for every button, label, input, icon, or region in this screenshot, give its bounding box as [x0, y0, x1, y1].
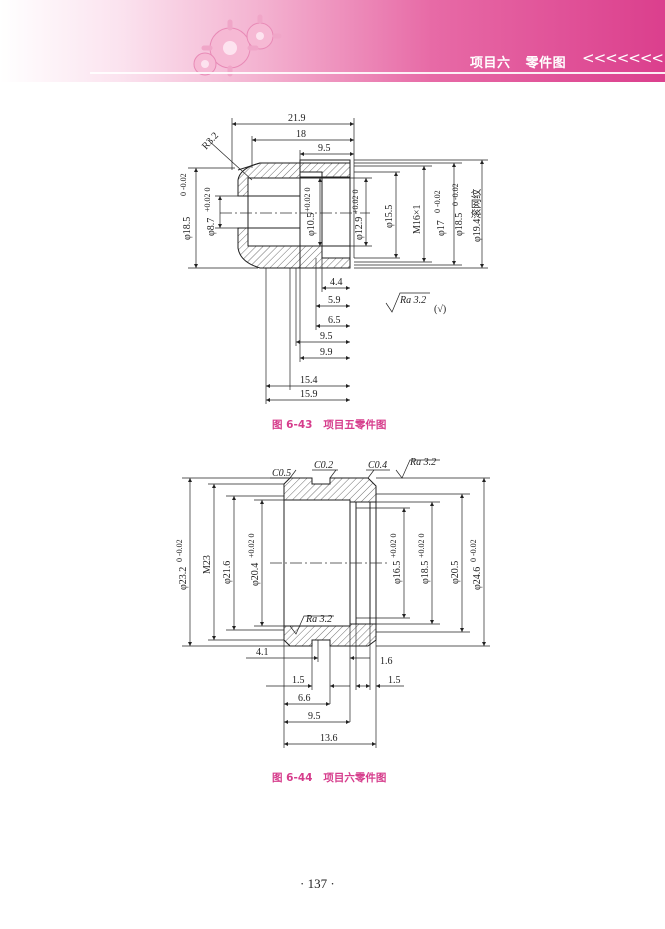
caption-6-43: 图 6-43 项目五零件图: [272, 419, 387, 431]
dim-1-5-left: 1.5: [292, 675, 305, 686]
roughness-bottom: Ra 3.2: [305, 614, 332, 625]
dim-4-1: 4.1: [256, 647, 269, 658]
dim-phi19-4: φ19.4滚网纹: [470, 189, 483, 242]
dim-phi17: φ17: [436, 220, 447, 236]
header-rule: [90, 72, 665, 74]
tol-phi12-9: +0.02 0: [351, 189, 360, 214]
dim-1-5-right: 1.5: [388, 675, 401, 686]
dim-18: 18: [296, 129, 306, 140]
dim-5-9: 5.9: [328, 295, 341, 306]
dim-phi8-7: φ8.7: [206, 218, 217, 236]
dim-phi18-5-left: φ18.5: [182, 217, 193, 240]
caption-6-44: 图 6-44 项目六零件图: [272, 772, 387, 784]
dim-phi12-9: φ12.9: [354, 217, 365, 240]
dim-phi16-5: φ16.5: [392, 561, 403, 584]
dim-1-6: 1.6: [380, 656, 393, 667]
dim-15-4: 15.4: [300, 375, 318, 386]
tol-phi18-5: +0.02 0: [417, 533, 426, 558]
roughness-ra: Ra 3.2: [399, 295, 426, 306]
tol-phi8-7: +0.02 0: [203, 187, 212, 212]
dim-9-9: 9.9: [320, 347, 333, 358]
dim-phi15-5: φ15.5: [384, 205, 395, 228]
dim-21-9: 21.9: [288, 113, 306, 124]
dim-15-9: 15.9: [300, 389, 318, 400]
page-title: 项目六 零件图: [470, 56, 567, 71]
roughness-suffix: (√): [434, 304, 446, 315]
dim-phi24-6: φ24.6: [472, 567, 483, 590]
dim-9-5: 9.5: [320, 331, 333, 342]
gear-icon: [175, 14, 295, 80]
dim-phi20-5: φ20.5: [450, 561, 461, 584]
tol-phi17: 0 -0.02: [433, 190, 442, 213]
dim-phi20-4: φ20.4: [250, 563, 261, 586]
roughness-top: Ra 3.2: [409, 457, 436, 468]
header-banner: 项目六 零件图 <<<<<<<: [0, 0, 665, 82]
dim-m16: M16×1: [412, 204, 423, 234]
dim-phi18-5: φ18.5: [420, 561, 431, 584]
dim-phi21-6: φ21.6: [222, 561, 233, 584]
dim-c0-5: C0.5: [272, 468, 291, 479]
dim-6-6: 6.6: [298, 693, 311, 704]
dim-m23: M23: [202, 555, 213, 574]
dim-phi10-5: φ10.5: [306, 213, 317, 236]
dim-c0-2: C0.2: [314, 460, 333, 471]
dim-phi23-2: φ23.2: [178, 567, 189, 590]
chevron-icon: <<<<<<<: [582, 49, 664, 67]
dim-9-5-top: 9.5: [318, 143, 331, 154]
tol-phi24-6: 0 -0.02: [469, 539, 478, 562]
page-number: · 137 ·: [300, 876, 335, 891]
dim-4-4: 4.4: [330, 277, 343, 288]
figure-6-43: 21.9 18 9.5 R3.2 φ18.5 0 -0.02 φ8.7 +0.0…: [0, 110, 665, 410]
tol-phi16-5: +0.02 0: [389, 533, 398, 558]
dim-phi18-5-right: φ18.5: [454, 213, 465, 236]
tol-phi10-5: +0.02 0: [303, 187, 312, 212]
dim-c0-4: C0.4: [368, 460, 387, 471]
dim-6-5: 6.5: [328, 315, 341, 326]
dim-9-5: 9.5: [308, 711, 321, 722]
dim-13-6: 13.6: [320, 733, 338, 744]
tol-phi18-5-right: 0 -0.02: [451, 183, 460, 206]
tol-phi20-4: +0.02 0: [247, 533, 256, 558]
part-body: [237, 159, 351, 269]
figure-6-44: C0.5 C0.2 C0.4 Ra 3.2 Ra 3.2 φ23.2 0 -0.…: [0, 455, 665, 755]
tol-phi23-2: 0 -0.02: [175, 539, 184, 562]
tol-phi18-5-left: 0 -0.02: [179, 173, 188, 196]
